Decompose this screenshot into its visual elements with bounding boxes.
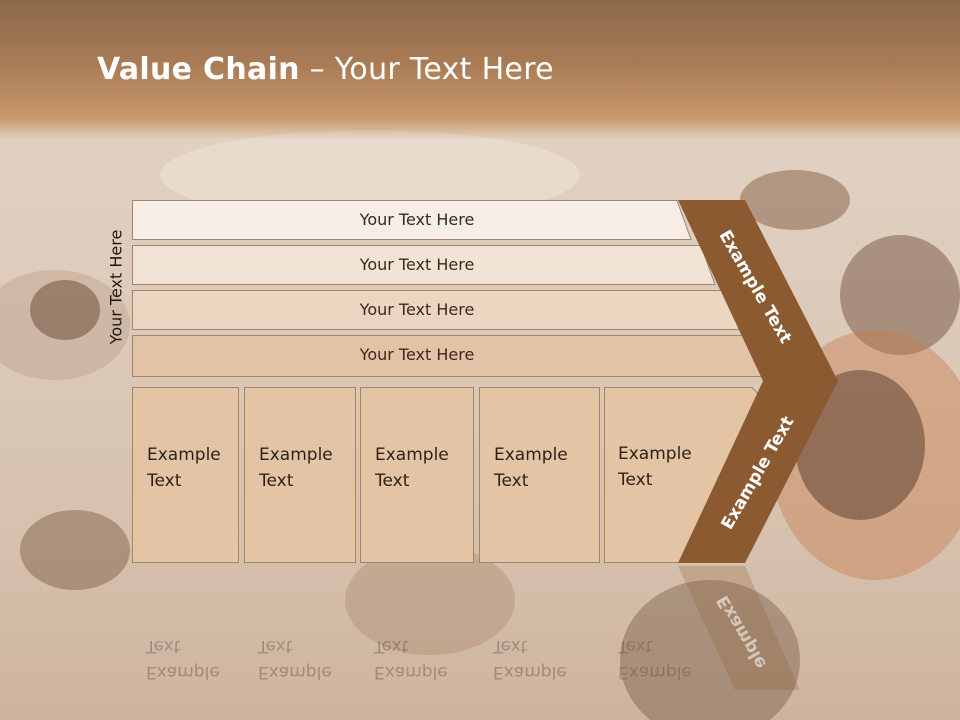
bar-1-label: Your Text Here (359, 210, 475, 229)
box-5: Example Text (604, 387, 762, 563)
slide-title: Value Chain – Your Text Here (97, 52, 554, 87)
chevron-reflection-shape (678, 566, 800, 690)
box-1: Example Text (132, 387, 239, 563)
bar-2: Your Text Here (132, 245, 716, 285)
bar-1: Your Text Here (132, 200, 692, 240)
box-4-text: Example Text (494, 445, 568, 491)
title-bold: Value Chain (97, 52, 300, 87)
background-decor (740, 170, 850, 230)
bar-3-label: Your Text Here (359, 300, 475, 319)
box-2-text: Example Text (259, 445, 333, 491)
background-decor (0, 270, 130, 380)
bar-2-shape (132, 245, 716, 285)
box-3-text: Example Text (375, 445, 449, 491)
bar-1-shape (132, 200, 692, 240)
background-decor (345, 545, 515, 655)
box-5-text: Example Text (618, 444, 692, 490)
bar-2-label: Your Text Here (359, 255, 475, 274)
background-decor (840, 235, 960, 355)
bar-4: Your Text Here (132, 335, 764, 377)
background-decor (620, 580, 800, 720)
box-4: Example Text (479, 387, 600, 563)
box-1-text: Example Text (147, 445, 221, 491)
title-band (0, 0, 960, 140)
bar-3: Your Text Here (132, 290, 740, 330)
background-decor (30, 280, 100, 340)
background-decor (20, 510, 130, 590)
box-3: Example Text (360, 387, 474, 563)
title-rest: – Your Text Here (299, 52, 554, 87)
bar-4-label: Your Text Here (359, 345, 475, 364)
box-2: Example Text (244, 387, 356, 563)
chevron-shape (678, 200, 838, 563)
